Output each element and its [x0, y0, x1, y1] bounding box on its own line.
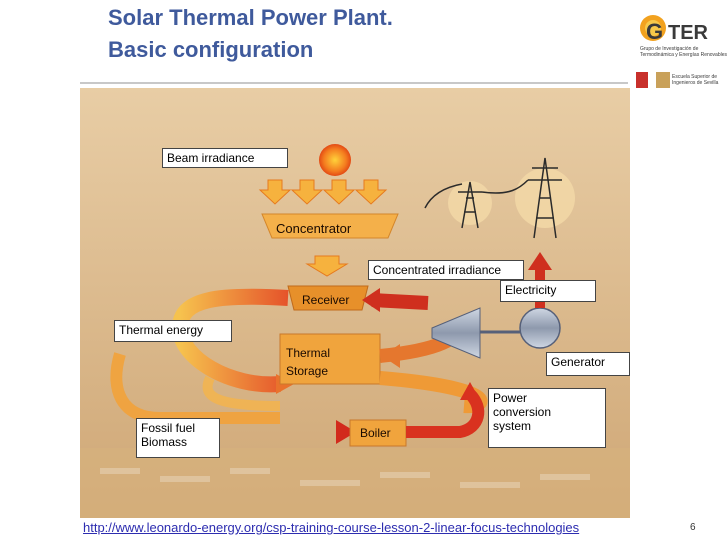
title-rule	[80, 82, 628, 84]
gter-logo: G TER	[636, 15, 709, 88]
power-conversion-line3: system	[493, 419, 532, 433]
concentrator-label: Concentrator	[276, 221, 352, 236]
concentrated-irradiance-label: Concentrated irradiance	[368, 260, 524, 280]
fossil-fuel-text: Fossil fuel	[141, 421, 196, 435]
svg-text:TER: TER	[668, 22, 709, 44]
thermal-storage-label-2: Storage	[286, 364, 329, 378]
school-line-1: Escuela Superior de	[672, 74, 718, 80]
power-conversion-line1: Power	[493, 391, 528, 405]
thermal-energy-label: Thermal energy	[114, 320, 232, 342]
boiler-label: Boiler	[360, 426, 391, 440]
power-conversion-line2: conversion	[493, 405, 552, 419]
generator-label: Generator	[546, 352, 630, 376]
slide-title-line1: Solar Thermal Power Plant.	[108, 5, 393, 30]
slide-title-line2: Basic configuration	[108, 37, 314, 62]
beam-irradiance-label: Beam irradiance	[162, 148, 288, 168]
fuel-label: Fossil fuel Biomass	[136, 418, 220, 458]
hot-flow-arrow	[371, 293, 429, 310]
diagram-panel: Beam irradiance Concentrator Concentrate…	[80, 88, 630, 518]
page-number: 6	[690, 522, 696, 533]
school-line-2: Ingenieros de Sevilla	[672, 80, 719, 86]
svg-text:G: G	[646, 19, 663, 44]
power-conversion-label: Power conversion system	[488, 388, 606, 448]
generator-icon	[519, 307, 561, 349]
turbine-icon	[431, 307, 481, 359]
biomass-text: Biomass	[141, 435, 188, 449]
beam-arrows	[258, 179, 388, 205]
logo-subtitle-1: Grupo de Investigación de	[640, 46, 699, 52]
sun-icon	[319, 144, 351, 176]
thermal-storage-shape	[279, 333, 381, 385]
receiver-label: Receiver	[302, 293, 350, 307]
receiver-shape	[287, 285, 369, 311]
footer-url-link[interactable]: http://www.leonardo-energy.org/csp-train…	[83, 520, 580, 535]
concentrated-arrow	[305, 255, 349, 277]
thermal-storage-label-1: Thermal	[286, 346, 331, 360]
electricity-label: Electricity	[500, 280, 596, 302]
logo-subtitle-2: Termodinámica y Energías Renovables	[640, 52, 727, 58]
concentrator-shape	[261, 213, 399, 239]
transmission-towers-icon	[424, 157, 575, 239]
